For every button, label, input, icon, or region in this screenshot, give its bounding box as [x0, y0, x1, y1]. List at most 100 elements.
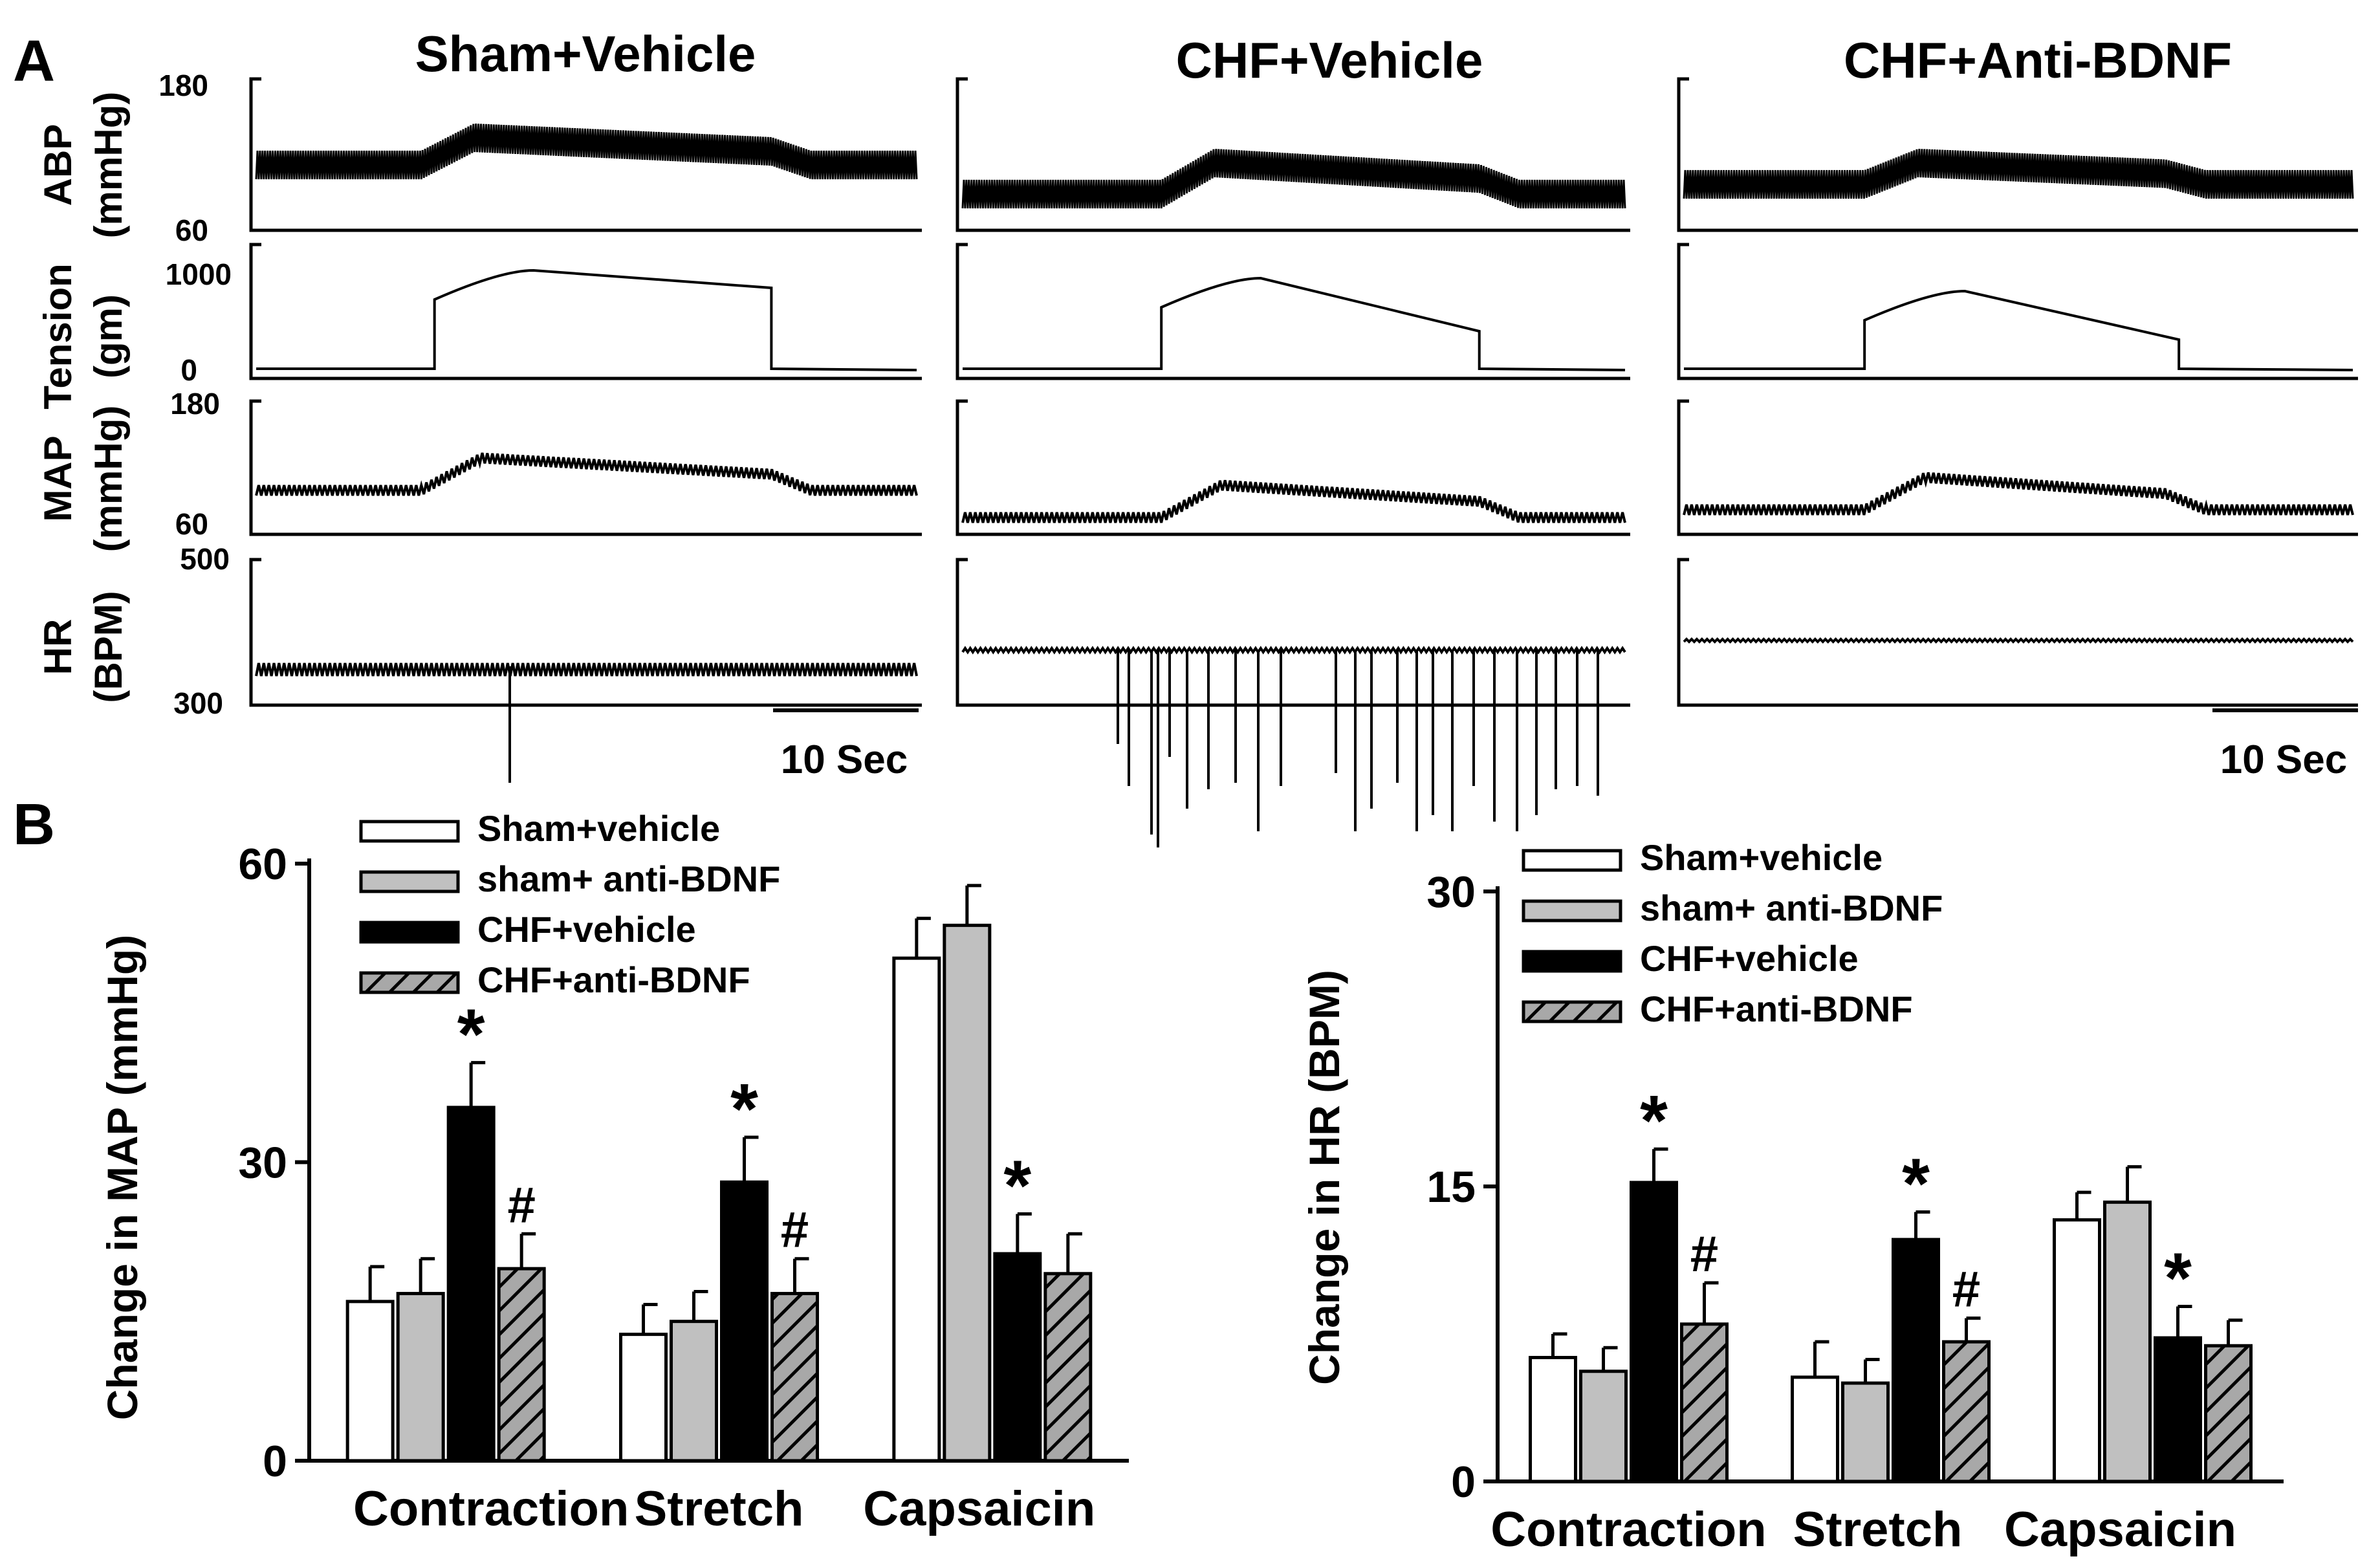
hr-category-label: Stretch: [1793, 1502, 1963, 1557]
map-category-label: Contraction: [353, 1481, 629, 1536]
hr-legend-swatch: [1522, 899, 1622, 922]
column-title-chf-anti-bdnf: CHF+Anti-BDNF: [1844, 32, 2232, 89]
tension-trace-anti-bdnf: [1684, 289, 2353, 371]
map-trace-sham: [255, 452, 918, 496]
panel-a-label: A: [13, 29, 55, 94]
hr-bar: [1942, 1340, 1991, 1483]
map-bar: [943, 923, 992, 1463]
trace-axis-anti-bdnf-map: [1677, 399, 2358, 536]
tension-trace-sham: [256, 268, 917, 371]
abp-trace-sham: [255, 124, 918, 180]
hr-bar: [1892, 1238, 1940, 1483]
row-label-map-unit: (mmHg): [87, 406, 130, 552]
map-legend-swatch: [359, 820, 460, 843]
hr-legend-swatch: [1522, 950, 1622, 973]
map-significance-hash: #: [781, 1201, 809, 1258]
map-bar: [497, 1267, 546, 1463]
map-tick-bottom: 60: [175, 507, 208, 541]
hr-ytick-label: 30: [1426, 868, 1476, 917]
map-bar: [993, 1252, 1042, 1463]
hr-significance-star: *: [1902, 1144, 1930, 1224]
hr-bar: [1630, 1181, 1678, 1483]
trace-axis-sham-tension: [249, 243, 922, 380]
panel-b-label: B: [13, 792, 55, 857]
map-trace-anti-bdnf: [1683, 472, 2354, 516]
hr-legend-label: Sham+vehicle: [1640, 837, 1883, 878]
map-bar: [892, 956, 941, 1463]
map-bar: [670, 1320, 718, 1463]
map-significance-hash: #: [507, 1176, 535, 1233]
trace-axis-sham-hr: [249, 558, 922, 707]
map-ylabel: Change in MAP (mmHg): [98, 935, 146, 1420]
row-label-tension: Tension: [36, 263, 80, 409]
hr-tick-top: 500: [180, 542, 230, 576]
map-ytick-label: 30: [238, 1139, 287, 1188]
hr-significance-hash: #: [1690, 1225, 1718, 1282]
tension-trace-chf: [963, 276, 1626, 371]
hr-bar: [1791, 1375, 1839, 1483]
map-significance-star: *: [730, 1069, 758, 1149]
map-significance-star: *: [457, 995, 485, 1075]
map-bar: [446, 1106, 496, 1463]
hr-category-label: Contraction: [1490, 1502, 1766, 1557]
map-tick-top: 180: [170, 387, 220, 420]
tension-tick-top: 1000: [166, 257, 232, 291]
abp-trace-anti-bdnf: [1683, 149, 2354, 199]
row-label-hr-unit: (BPM): [87, 591, 130, 703]
abp-trace-chf: [961, 149, 1626, 209]
hr-legend-label: CHF+anti-BDNF: [1640, 988, 1913, 1029]
column-title-chf-vehicle: CHF+Vehicle: [1176, 32, 1483, 89]
hr-ytick-label: 15: [1426, 1163, 1476, 1212]
row-label-hr: HR: [36, 619, 80, 675]
map-bar: [396, 1292, 445, 1463]
trace-axis-anti-bdnf-abp: [1677, 77, 2358, 232]
hr-trace-chf: [961, 646, 1626, 655]
hr-bar: [1680, 1322, 1729, 1483]
hr-category-label: Capsaicin: [2004, 1502, 2236, 1557]
hr-bar: [1579, 1370, 1628, 1483]
hr-bar: [2103, 1200, 2152, 1483]
map-bar: [345, 1300, 395, 1463]
hr-bar: [1529, 1355, 1577, 1483]
map-category-label: Stretch: [635, 1481, 804, 1536]
hr-tick-bottom: 300: [173, 686, 223, 720]
column-title-sham-vehicle: Sham+Vehicle: [415, 25, 756, 82]
hr-legend-label: sham+ anti-BDNF: [1640, 888, 1943, 928]
hr-ytick-label: 0: [1451, 1457, 1476, 1507]
hr-ylabel: Change in HR (BPM): [1300, 970, 1348, 1385]
map-legend-label: CHF+anti-BDNF: [477, 959, 750, 1000]
map-ytick-label: 0: [263, 1437, 287, 1486]
abp-tick-top: 180: [158, 69, 208, 102]
trace-axis-chf-abp: [955, 77, 1630, 232]
map-category-label: Capsaicin: [863, 1481, 1095, 1536]
hr-legend-swatch: [1522, 849, 1622, 872]
hr-legend-label: CHF+vehicle: [1640, 938, 1859, 979]
hr-significance-star: *: [2164, 1238, 2192, 1318]
scale-bar-label-anti-bdnf: 10 Sec: [2220, 737, 2348, 782]
hr-bar: [2154, 1336, 2202, 1483]
tension-tick-bottom: 0: [180, 353, 197, 387]
hr-significance-star: *: [1640, 1081, 1668, 1161]
row-label-tension-unit: (gm): [87, 294, 130, 378]
row-label-abp-unit: (mmHg): [87, 92, 130, 239]
map-legend-swatch: [359, 921, 460, 944]
row-label-abp: ABP: [36, 124, 80, 206]
map-legend-label: Sham+vehicle: [477, 808, 720, 849]
hr-legend-swatch: [1522, 1000, 1622, 1023]
map-legend-swatch: [359, 870, 460, 893]
trace-axis-anti-bdnf-tension: [1677, 243, 2358, 380]
hr-trace-sham: [255, 662, 918, 677]
trace-axis-chf-hr: [955, 558, 1630, 707]
trace-axis-sham-abp: [249, 77, 922, 232]
map-bar: [1043, 1272, 1093, 1463]
hr-bar: [1841, 1381, 1890, 1483]
trace-axis-sham-map: [249, 399, 922, 536]
scale-bar-label-sham: 10 Sec: [781, 737, 908, 782]
map-ytick-label: 60: [238, 840, 287, 889]
trace-axis-chf-tension: [955, 243, 1630, 380]
row-label-map: MAP: [36, 435, 80, 521]
map-legend-label: sham+ anti-BDNF: [477, 858, 780, 899]
abp-tick-bottom: 60: [175, 213, 208, 247]
